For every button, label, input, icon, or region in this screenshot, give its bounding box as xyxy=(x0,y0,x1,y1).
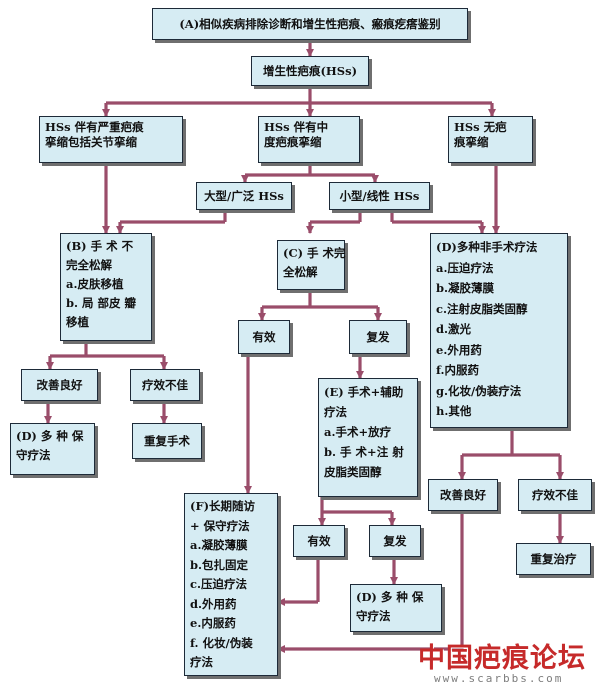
node-b-line-4: b. 局 部皮 瓣 xyxy=(66,296,137,310)
node-hss-line: 增生性疤痕(HSs) xyxy=(262,64,358,78)
node-moderate-line-1: HSs 伴有中 xyxy=(264,120,329,134)
node-c-complete-release: (C) 手 术完 全松解 xyxy=(277,240,346,290)
node-hss: 增生性疤痕(HSs) xyxy=(251,56,369,86)
node-poor-left-line: 疗效不佳 xyxy=(142,377,188,392)
node-relapse-c-line: 复发 xyxy=(366,329,390,344)
node-severe-line-2: 挛缩包括关节挛缩 xyxy=(45,135,137,149)
node-f-line-5: c.压迫疗法 xyxy=(190,577,248,591)
node-d-line-9: h.其他 xyxy=(436,404,472,418)
node-small-line: 小型/线性 HSs xyxy=(339,189,420,203)
node-relapse-e: 复发 xyxy=(369,525,421,557)
node-poor-right-line: 疗效不佳 xyxy=(532,487,578,502)
node-f-line-8: f. 化妆/伪装 xyxy=(190,635,253,650)
node-f-line-3: a.凝胶薄膜 xyxy=(190,538,248,552)
node-severe-line-1: HSs 伴有严重疤痕 xyxy=(45,120,144,134)
node-effective-c: 有效 xyxy=(238,320,290,354)
node-d-line-1: (D)多种非手术疗法 xyxy=(436,240,538,254)
node-poor-effect-left: 疗效不佳 xyxy=(130,369,200,401)
node-relapse-c: 复发 xyxy=(349,320,407,354)
node-b-line-3: a.皮肤移植 xyxy=(66,277,124,291)
node-effective-c-line: 有效 xyxy=(252,329,276,344)
node-f-line-4: b.包扎固定 xyxy=(190,557,249,572)
node-small-hss: 小型/线性 HSs xyxy=(329,182,430,210)
node-d-bottom-line-2: 守疗法 xyxy=(356,609,391,623)
node-a-differential-diagnosis: (A)相似疾病排除诊断和增生性疤痕、瘢痕疙瘩鉴别 xyxy=(152,8,468,40)
node-improve-good-left: 改善良好 xyxy=(21,369,98,401)
node-b-incomplete-release: (B) 手 术 不 完全松解 a.皮肤移植 b. 局 部皮 瓣 移植 xyxy=(60,233,152,341)
node-relapse-e-line: 复发 xyxy=(383,533,407,548)
node-d-line-3: b.凝胶薄膜 xyxy=(436,281,495,295)
node-none-line-1: HSs 无疤 xyxy=(454,120,507,134)
node-f-long-term-followup: (F)长期随访 + 保守疗法 a.凝胶薄膜 b.包扎固定 c.压迫疗法 d.外用… xyxy=(184,493,278,676)
node-moderate-line-2: 度疤痕挛缩 xyxy=(264,135,322,149)
node-d-conservative-bottom: (D) 多 种 保 守疗法 xyxy=(350,584,442,632)
node-e-line-3: a.手术+放疗 xyxy=(324,425,392,439)
node-redo-treatment-line: 重复治疗 xyxy=(530,551,577,566)
node-e-line-1: (E) 手术+辅助 xyxy=(324,385,404,399)
watermark-url: www.scarbbs.com xyxy=(434,672,564,685)
node-b-line-2: 完全松解 xyxy=(66,258,112,272)
node-f-line-1: (F)长期随访 xyxy=(190,499,256,513)
node-d-line-5: d.激光 xyxy=(436,322,472,336)
node-c-line-2: 全松解 xyxy=(283,265,318,279)
node-b-line-5: 移植 xyxy=(66,315,89,329)
node-none-line-2: 痕挛缩 xyxy=(454,135,489,149)
node-f-line-2: + 保守疗法 xyxy=(190,518,250,533)
node-e-line-5: 皮脂类固醇 xyxy=(324,465,382,479)
node-d-conservative-left: (D) 多 种 保 守疗法 xyxy=(10,423,95,475)
node-hss-severe-contracture: HSs 伴有严重疤痕 挛缩包括关节挛缩 xyxy=(39,116,183,163)
node-d-line-2: a.压迫疗法 xyxy=(436,260,494,275)
node-b-line-1: (B) 手 术 不 xyxy=(66,239,134,253)
watermark-logo: 中国疤痕论坛 xyxy=(418,643,586,674)
node-poor-effect-right: 疗效不佳 xyxy=(518,479,592,511)
node-d-left-line-1: (D) 多 种 保 xyxy=(16,429,84,443)
node-repeat-treatment: 重复治疗 xyxy=(516,543,591,575)
node-hss-no-contracture: HSs 无疤 痕挛缩 xyxy=(448,116,533,163)
node-f-line-7: e.内服药 xyxy=(190,616,236,630)
node-hss-moderate-contracture: HSs 伴有中 度疤痕挛缩 xyxy=(258,116,360,163)
node-effective-e: 有效 xyxy=(293,525,345,557)
node-d-line-7: f.内服药 xyxy=(436,363,480,377)
node-improve-left-line: 改善良好 xyxy=(36,377,83,392)
node-f-line-6: d.外用药 xyxy=(190,596,237,611)
node-a-line: (A)相似疾病排除诊断和增生性疤痕、瘢痕疙瘩鉴别 xyxy=(179,17,441,31)
node-d-line-6: e.外用药 xyxy=(436,342,482,357)
node-improve-good-right: 改善良好 xyxy=(428,479,498,511)
node-f-line-9: 疗法 xyxy=(190,655,213,669)
node-e-line-4: b. 手 术+注 射 xyxy=(324,445,404,459)
node-d-bottom-line-1: (D) 多 种 保 xyxy=(356,590,424,604)
node-improve-right-line: 改善良好 xyxy=(440,487,486,502)
node-d-left-line-2: 守疗法 xyxy=(16,448,51,462)
node-large-hss: 大型/广泛 HSs xyxy=(196,182,292,210)
node-e-line-2: 疗法 xyxy=(324,405,347,419)
node-effective-e-line: 有效 xyxy=(307,533,331,548)
node-d-nonsurgical-therapies: (D)多种非手术疗法 a.压迫疗法 b.凝胶薄膜 c.注射皮脂类固醇 d.激光 … xyxy=(430,233,568,428)
node-c-line-1: (C) 手 术完 xyxy=(283,246,346,260)
node-e-surgery-adjuvant: (E) 手术+辅助 疗法 a.手术+放疗 b. 手 术+注 射 皮脂类固醇 xyxy=(318,378,418,497)
node-d-line-4: c.注射皮脂类固醇 xyxy=(436,301,528,316)
node-large-line: 大型/广泛 HSs xyxy=(204,189,284,203)
node-redo-surgery-line: 重复手术 xyxy=(144,433,190,448)
node-d-line-8: g.化妆/伪装疗法 xyxy=(436,383,522,398)
node-repeat-surgery: 重复手术 xyxy=(132,423,202,459)
